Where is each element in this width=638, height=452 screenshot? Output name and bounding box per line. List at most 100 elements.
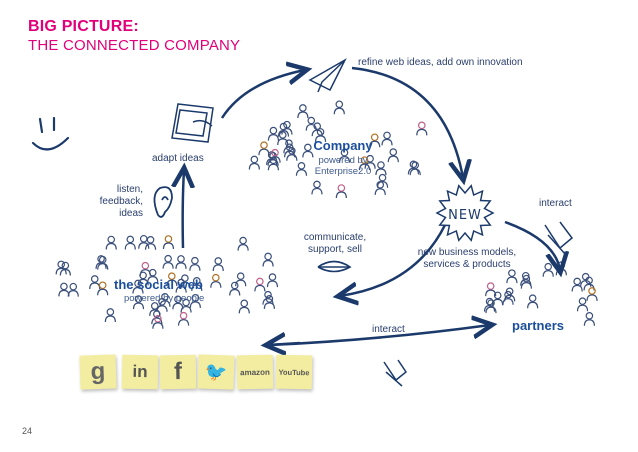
- person-icon: [104, 308, 116, 322]
- person-icon: [576, 297, 589, 312]
- amazon-icon: amazon: [236, 354, 274, 390]
- person-icon: [266, 273, 279, 288]
- ear-icon: [153, 186, 173, 218]
- person-icon: [179, 274, 191, 289]
- title-line1: BIG PICTURE:: [28, 18, 139, 35]
- person-icon: [58, 282, 70, 297]
- person-icon: [191, 277, 203, 291]
- person-icon: [311, 180, 323, 195]
- partners-title: partners: [512, 318, 565, 333]
- person-icon: [254, 277, 266, 292]
- person-icon: [172, 295, 184, 310]
- person-icon: [177, 311, 190, 326]
- person-icon: [527, 294, 539, 309]
- listen-label: listen, feedback, ideas: [99, 184, 143, 219]
- person-icon: [305, 116, 317, 131]
- person-icon: [235, 272, 247, 287]
- person-icon: [95, 255, 107, 269]
- person-icon: [375, 161, 387, 176]
- person-icon: [506, 269, 518, 284]
- person-icon: [586, 287, 598, 301]
- person-icon: [311, 122, 323, 137]
- interact-bottom-label: interact: [372, 324, 405, 335]
- person-icon: [571, 277, 583, 292]
- refine-label: refine web ideas, add own innovation: [358, 57, 523, 68]
- person-icon: [376, 173, 389, 188]
- person-icon: [262, 252, 274, 267]
- person-icon: [335, 184, 347, 199]
- person-icon: [295, 161, 308, 176]
- smiley-icon: [31, 116, 70, 151]
- page-number: 24: [22, 426, 33, 436]
- person-icon: [175, 255, 187, 269]
- person-icon: [210, 273, 222, 288]
- person-icon: [258, 141, 270, 156]
- person-icon: [580, 272, 592, 287]
- person-icon: [132, 279, 144, 294]
- adapt-label: adapt ideas: [152, 153, 204, 164]
- person-icon: [132, 295, 145, 310]
- arrow-adapt-to-refine: [220, 70, 305, 119]
- person-icon: [483, 297, 496, 312]
- person-icon: [267, 126, 280, 141]
- person-icon: [105, 235, 117, 250]
- people-crowds: [55, 100, 598, 329]
- person-icon: [284, 143, 296, 158]
- person-icon: [138, 234, 150, 249]
- person-icon: [89, 275, 101, 290]
- person-icon: [381, 131, 393, 146]
- person-icon: [162, 235, 175, 250]
- google-icon: g: [79, 354, 117, 390]
- social-web-title: the social web: [114, 277, 203, 292]
- person-icon: [229, 281, 241, 296]
- person-icon: [189, 256, 201, 271]
- youtube-icon: YouTube: [275, 354, 313, 390]
- person-icon: [180, 298, 192, 313]
- person-icon: [409, 161, 421, 176]
- arrow-refine-to-new: [351, 66, 463, 178]
- new-badge: [435, 184, 495, 242]
- person-icon: [583, 276, 595, 291]
- paper-plane-icon: [308, 58, 347, 93]
- person-icon: [67, 282, 79, 297]
- interact-right-label: interact: [539, 198, 572, 209]
- person-icon: [97, 281, 109, 296]
- person-icon: [542, 262, 554, 277]
- person-icon: [124, 235, 136, 250]
- person-icon: [237, 236, 249, 251]
- person-icon: [156, 298, 168, 312]
- person-icon: [162, 254, 174, 269]
- arrow-web-to-adapt: [183, 170, 184, 249]
- person-icon: [55, 260, 67, 275]
- person-icon: [302, 143, 314, 158]
- person-icon: [358, 156, 371, 171]
- company-title: Company: [313, 138, 373, 153]
- person-icon: [281, 120, 293, 135]
- person-icon: [338, 148, 351, 163]
- communicate-label: communicate, support, sell: [303, 232, 367, 255]
- company-subtitle: powered by Enterprise2.0: [314, 155, 372, 177]
- person-icon: [502, 290, 514, 305]
- person-icon: [189, 294, 201, 308]
- person-icon: [369, 133, 381, 148]
- person-icon: [144, 235, 157, 250]
- person-icon: [262, 290, 274, 305]
- person-icon: [152, 314, 164, 329]
- person-icon: [283, 139, 295, 154]
- handshake-icon-right: [544, 221, 574, 256]
- person-icon: [520, 271, 532, 286]
- person-icon: [333, 100, 345, 115]
- person-icon: [374, 181, 386, 195]
- person-icon: [238, 299, 250, 314]
- arrow-interact-right: [504, 220, 560, 270]
- person-icon: [149, 302, 161, 316]
- person-icon: [297, 104, 309, 118]
- arrow-interact-bottom-back: [268, 343, 301, 345]
- person-icon: [166, 272, 178, 287]
- person-icon: [583, 312, 596, 326]
- linkedin-icon: in: [121, 354, 159, 390]
- person-icon: [139, 261, 151, 276]
- arrow-new-to-web: [340, 224, 447, 296]
- lips-icon: [317, 260, 352, 273]
